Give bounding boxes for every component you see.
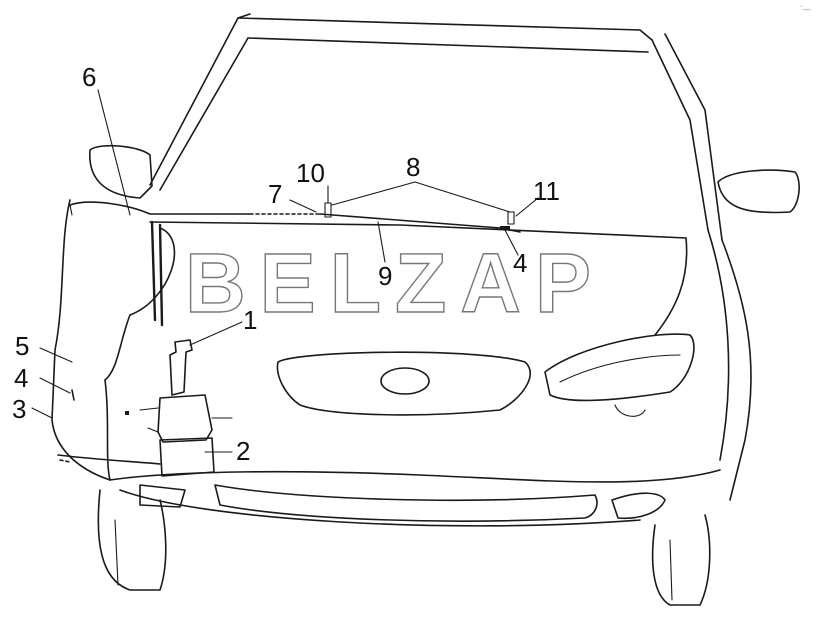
callout-6: 6: [82, 62, 96, 92]
callout-3: 3: [12, 394, 26, 424]
callout-8: 8: [406, 152, 420, 182]
callout-4a: 4: [14, 363, 28, 393]
right-mirror: [717, 169, 800, 214]
corner-mark: ´—: [800, 5, 811, 14]
right-headlamp: [544, 333, 695, 417]
callout-9: 9: [378, 261, 392, 291]
tyres: [97, 489, 711, 606]
front-bumper: [139, 484, 666, 522]
callout-11: 11: [533, 176, 560, 206]
callout-4b: 4: [513, 248, 527, 278]
callout-2: 2: [236, 436, 250, 466]
callout-10: 10: [296, 158, 325, 188]
callout-7: 7: [268, 179, 282, 209]
grille: [276, 351, 531, 416]
leader-lines: [31, 89, 539, 453]
callout-labels: 1 2 3 4 4 5 6 7 8 9 10 11: [12, 62, 560, 466]
washer-hose: [57, 201, 521, 465]
callout-1: 1: [243, 305, 257, 335]
car-body: [51, 13, 752, 527]
washer-reservoir: [125, 339, 233, 477]
callout-5: 5: [15, 331, 29, 361]
watermark: BELZAP: [185, 236, 605, 330]
left-mirror: [89, 144, 153, 199]
